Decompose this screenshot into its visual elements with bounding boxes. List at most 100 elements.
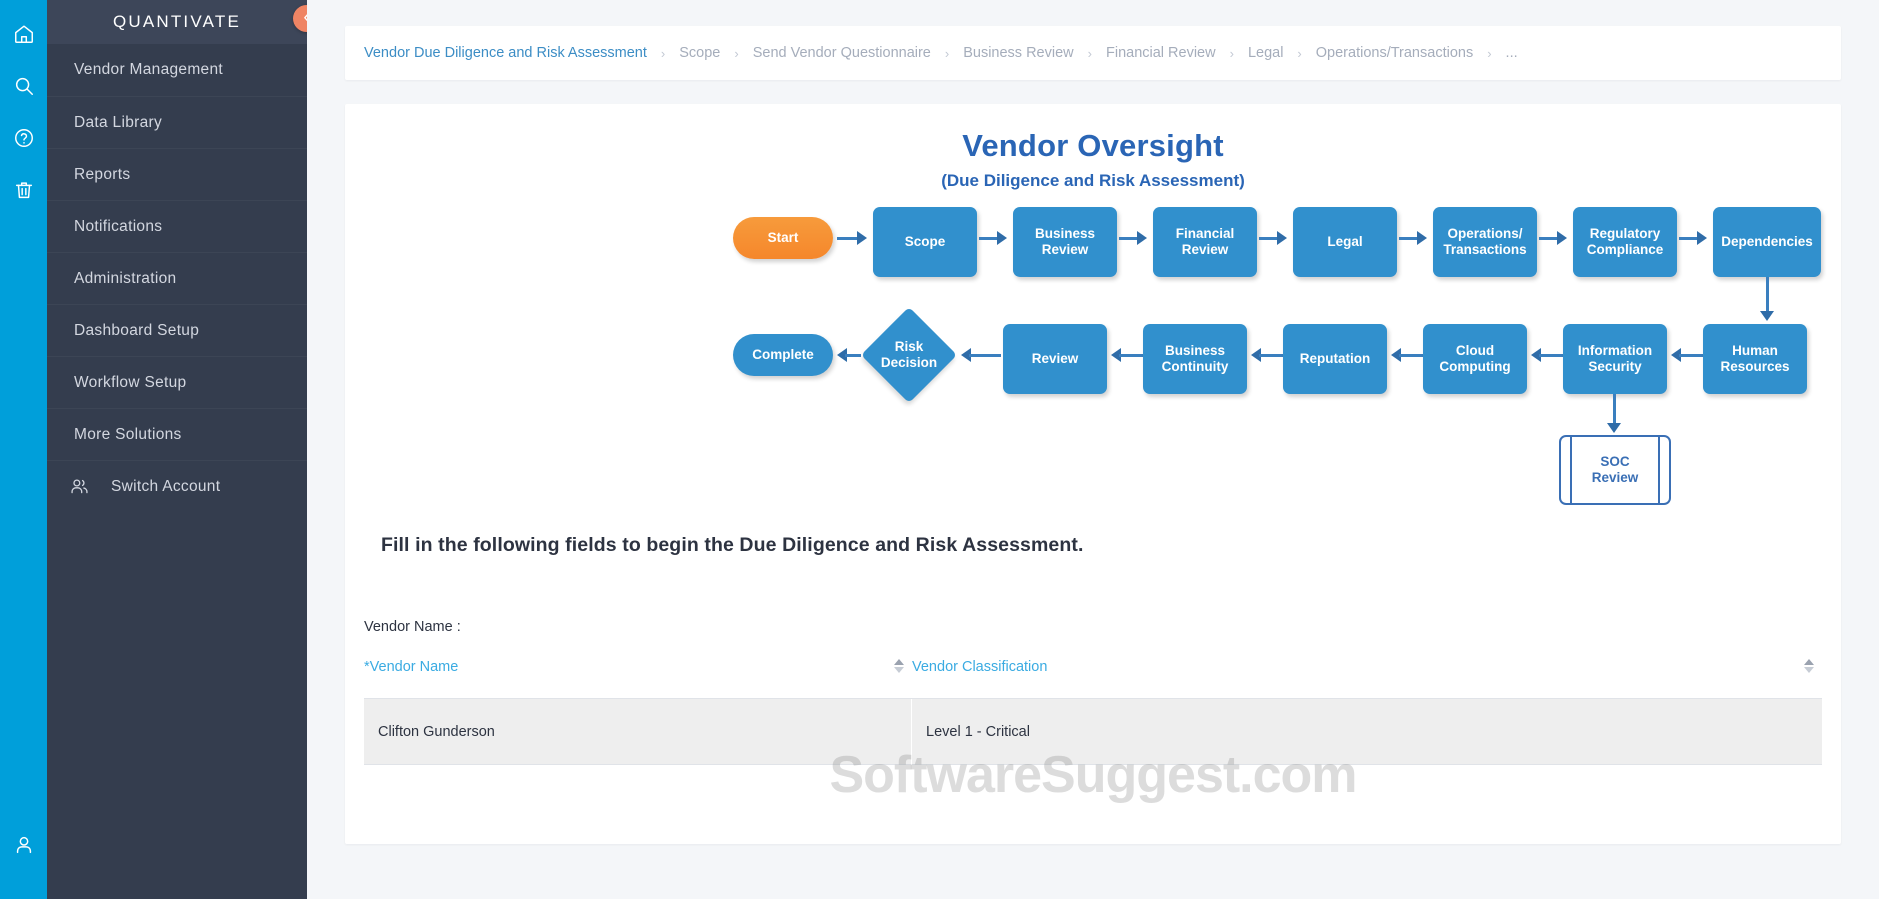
breadcrumb: Vendor Due Diligence and Risk Assessment…: [345, 26, 1841, 80]
flow-arrow-line: [1259, 237, 1279, 240]
flow-arrow-line: [1613, 394, 1616, 427]
flow-node-complete: Complete: [733, 334, 833, 376]
vendor-name-label: Vendor Name :: [364, 619, 461, 635]
breadcrumb-item-scope[interactable]: Scope: [679, 45, 721, 61]
flow-arrow-head-right-icon: [1277, 231, 1287, 245]
flow-arrow-head-down-icon: [1760, 311, 1774, 321]
user-account-icon[interactable]: [0, 819, 47, 871]
breadcrumb-item-send-vendor-questionnaire[interactable]: Send Vendor Questionnaire: [752, 45, 931, 61]
sidebar-item-notifications[interactable]: Notifications: [47, 200, 307, 252]
breadcrumb-item-vendor-due-diligence[interactable]: Vendor Due Diligence and Risk Assessment: [364, 45, 647, 61]
flowchart-title: Vendor Oversight: [962, 128, 1224, 163]
flow-node-label: Complete: [752, 347, 814, 362]
rail-bottom-group: [0, 819, 47, 871]
sidebar-item-label: Dashboard Setup: [74, 321, 200, 339]
flow-node-label-line1: SOC: [1600, 454, 1630, 469]
flow-node-label-line1: Business: [1034, 226, 1096, 241]
flow-arrow-head-right-icon: [1557, 231, 1567, 245]
flow-arrow-line: [845, 354, 861, 357]
content-card: Vendor Oversight (Due Diligence and Risk…: [345, 104, 1841, 844]
flow-node-label-line2: Decision: [880, 355, 938, 370]
column-header-label: Vendor Classification: [912, 659, 1048, 675]
flow-node-label-line2: Resources: [1720, 359, 1790, 374]
breadcrumb-item-business-review[interactable]: Business Review: [963, 45, 1074, 61]
flow-node-business-continuity: Business Continuity: [1143, 324, 1247, 394]
sidebar-item-administration[interactable]: Administration: [47, 252, 307, 304]
flow-arrow-head-right-icon: [1417, 231, 1427, 245]
chevron-left-icon: ‹: [303, 8, 309, 27]
breadcrumb-item-operations-transactions[interactable]: Operations/Transactions: [1315, 45, 1474, 61]
flow-node-label-line1: Regulatory: [1589, 226, 1661, 241]
sidebar-item-label: Data Library: [74, 113, 163, 131]
flow-node-regulatory-compliance: Regulatory Compliance: [1573, 207, 1677, 277]
sidebar-item-dashboard-setup[interactable]: Dashboard Setup: [47, 304, 307, 356]
flow-node-label: Dependencies: [1721, 234, 1813, 249]
sidebar-item-reports[interactable]: Reports: [47, 148, 307, 200]
flow-arrow-line: [1766, 277, 1769, 315]
soc-left-bar: [1570, 437, 1572, 503]
instructions-text: Fill in the following fields to begin th…: [381, 534, 1084, 556]
sort-ascending-icon: [894, 659, 904, 665]
rail-top-group: [0, 0, 47, 216]
breadcrumb-item-legal[interactable]: Legal: [1247, 45, 1284, 61]
flow-node-risk-decision: Risk Decision: [860, 306, 958, 404]
trash-icon[interactable]: [0, 164, 47, 216]
flow-node-cloud-computing: Cloud Computing: [1423, 324, 1527, 394]
search-icon[interactable]: [0, 60, 47, 112]
breadcrumb-separator-icon: ›: [1087, 45, 1092, 61]
sidebar-item-workflow-setup[interactable]: Workflow Setup: [47, 356, 307, 408]
flow-arrow-head-right-icon: [1697, 231, 1707, 245]
sidebar-item-label: Administration: [74, 269, 177, 287]
sidebar-item-vendor-management[interactable]: Vendor Management: [47, 44, 307, 96]
flowchart-subtitle: (Due Diligence and Risk Assessment): [941, 171, 1245, 190]
breadcrumb-separator-icon: ›: [944, 45, 950, 61]
flow-arrow-head-right-icon: [1137, 231, 1147, 245]
breadcrumb-separator-icon: ›: [1297, 45, 1302, 61]
breadcrumb-item-overflow[interactable]: ...: [1505, 45, 1518, 61]
flow-node-label-line1: Human: [1732, 343, 1778, 358]
sidebar-item-data-library[interactable]: Data Library: [47, 96, 307, 148]
sidebar-item-label: Vendor Management: [74, 61, 224, 78]
flow-node-label-line2: Review: [1181, 242, 1229, 257]
flow-arrow-head-left-icon: [837, 348, 847, 362]
flow-node-dependencies: Dependencies: [1713, 207, 1821, 277]
breadcrumb-item-financial-review[interactable]: Financial Review: [1105, 45, 1216, 61]
sidebar-item-label: More Solutions: [74, 425, 182, 443]
flow-node-reputation: Reputation: [1283, 324, 1387, 394]
sidebar-item-more-solutions[interactable]: More Solutions: [47, 408, 307, 460]
flow-node-label-line2: Review: [1041, 242, 1089, 257]
sidebar-item-label: Reports: [74, 165, 131, 183]
sort-toggle-icon[interactable]: [894, 659, 904, 673]
flow-node-scope: Scope: [873, 207, 977, 277]
home-icon[interactable]: [0, 8, 47, 60]
flow-node-label-line1: Financial: [1175, 226, 1235, 241]
table-row[interactable]: Clifton Gunderson Level 1 - Critical: [364, 698, 1822, 765]
flow-node-label-wrap: Risk Decision: [861, 307, 957, 403]
flow-arrow-head-right-icon: [997, 231, 1007, 245]
flow-node-label-line1: Cloud: [1455, 343, 1495, 358]
flow-node-legal: Legal: [1293, 207, 1397, 277]
flow-arrow-head-left-icon: [1391, 348, 1401, 362]
sidebar-item-switch-account[interactable]: Switch Account: [47, 460, 307, 512]
table-column-header-vendor-classification[interactable]: Vendor Classification: [912, 659, 1822, 675]
brand-header: QUANTIVATE ‹: [47, 0, 320, 44]
flow-node-soc-review: SOC Review: [1559, 435, 1671, 505]
flow-arrow-line: [1399, 354, 1423, 357]
table-column-header-vendor-name[interactable]: *Vendor Name: [364, 659, 912, 675]
flow-arrow-line: [1259, 354, 1283, 357]
soc-right-bar: [1658, 437, 1660, 503]
sidebar: QUANTIVATE ‹ Vendor Management Data Libr…: [47, 0, 320, 899]
flow-node-label: Scope: [904, 234, 946, 249]
table-header-row: *Vendor Name Vendor Classification: [364, 659, 1822, 699]
help-icon[interactable]: [0, 112, 47, 164]
main-content: Vendor Due Diligence and Risk Assessment…: [307, 0, 1879, 899]
flow-arrow-line: [1539, 354, 1563, 357]
flow-arrow-line: [1119, 237, 1139, 240]
flow-node-start: Start: [733, 217, 833, 259]
flow-arrow-line: [1399, 237, 1419, 240]
flow-arrow-line: [1539, 237, 1559, 240]
flow-node-information-security: Information Security: [1563, 324, 1667, 394]
sort-toggle-icon[interactable]: [1804, 659, 1814, 673]
flow-arrow-line: [1119, 354, 1143, 357]
